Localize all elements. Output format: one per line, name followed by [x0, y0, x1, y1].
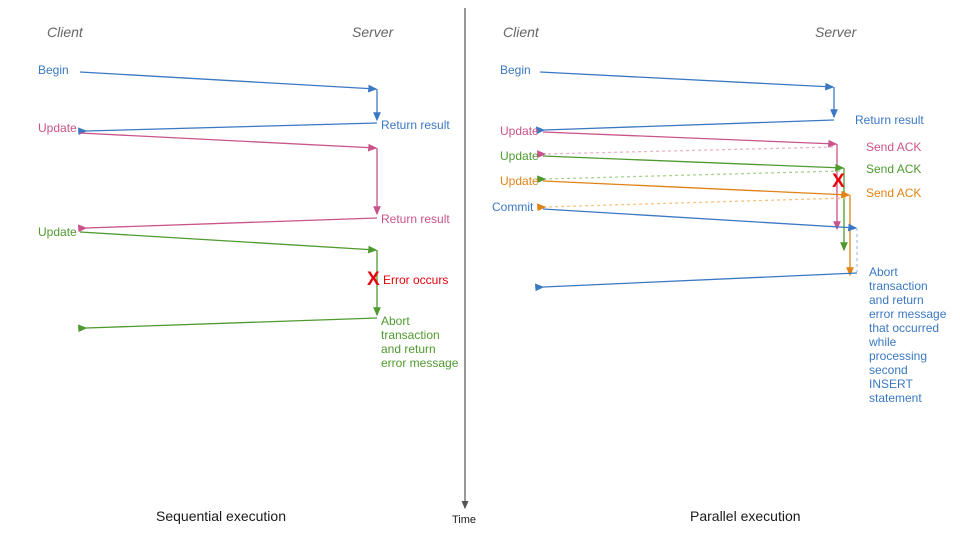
error-x-icon-left: X	[367, 269, 380, 290]
left-error-label: Error occurs	[383, 273, 449, 287]
left-panel-arrows	[78, 71, 381, 333]
left-message-update-2: Update	[38, 225, 77, 239]
arrow-left-update-2	[79, 231, 378, 254]
arrow-right-send-ack-2	[537, 170, 841, 184]
arrow-left-update-1	[79, 132, 378, 152]
right-message-send-ack-1: Send ACK	[866, 140, 922, 154]
arrow-right-abort	[535, 272, 858, 292]
right-message-update-3: Update	[500, 174, 539, 188]
arrow-right-send-ack-1	[537, 146, 834, 159]
arrow-right-send-ack-3	[537, 197, 847, 212]
left-message-return-result-2: Return result	[381, 212, 450, 226]
arrow-left-return-result-1	[78, 122, 378, 136]
arrow-right-return-result	[536, 119, 835, 135]
arrow-right-update-1	[542, 131, 838, 148]
arrow-left-begin	[79, 71, 378, 93]
right-panel-arrows	[535, 71, 858, 292]
right-server-header: Server	[815, 24, 857, 40]
arrow-left-abort	[78, 317, 378, 333]
arrow-right-update-3	[542, 180, 851, 199]
left-server-header: Server	[352, 24, 394, 40]
time-axis-label: Time	[452, 514, 477, 526]
right-message-send-ack-3: Send ACK	[866, 186, 922, 200]
right-message-abort: Abort transaction and return error messa…	[869, 265, 947, 405]
left-client-header: Client	[47, 24, 83, 40]
right-message-send-ack-2: Send ACK	[866, 162, 922, 176]
right-message-update-2: Update	[500, 149, 539, 163]
right-message-commit: Commit	[492, 200, 534, 214]
arrow-right-begin	[539, 71, 835, 91]
error-x-icon-right: X	[832, 171, 845, 192]
arrow-left-return-result-2	[78, 217, 378, 233]
right-client-header: Client	[503, 24, 539, 40]
right-message-update-1: Update	[500, 124, 539, 138]
arrow-right-update-2	[542, 155, 845, 172]
left-message-update-1: Update	[38, 121, 77, 135]
left-message-begin: Begin	[38, 63, 69, 77]
arrow-right-commit	[542, 208, 858, 232]
left-panel-caption: Sequential execution	[156, 508, 286, 524]
right-message-return-result: Return result	[855, 113, 924, 127]
left-message-abort: Abort transaction and return error messa…	[381, 314, 459, 370]
left-message-return-result-1: Return result	[381, 118, 450, 132]
right-message-begin: Begin	[500, 63, 531, 77]
right-panel-caption: Parallel execution	[690, 508, 801, 524]
